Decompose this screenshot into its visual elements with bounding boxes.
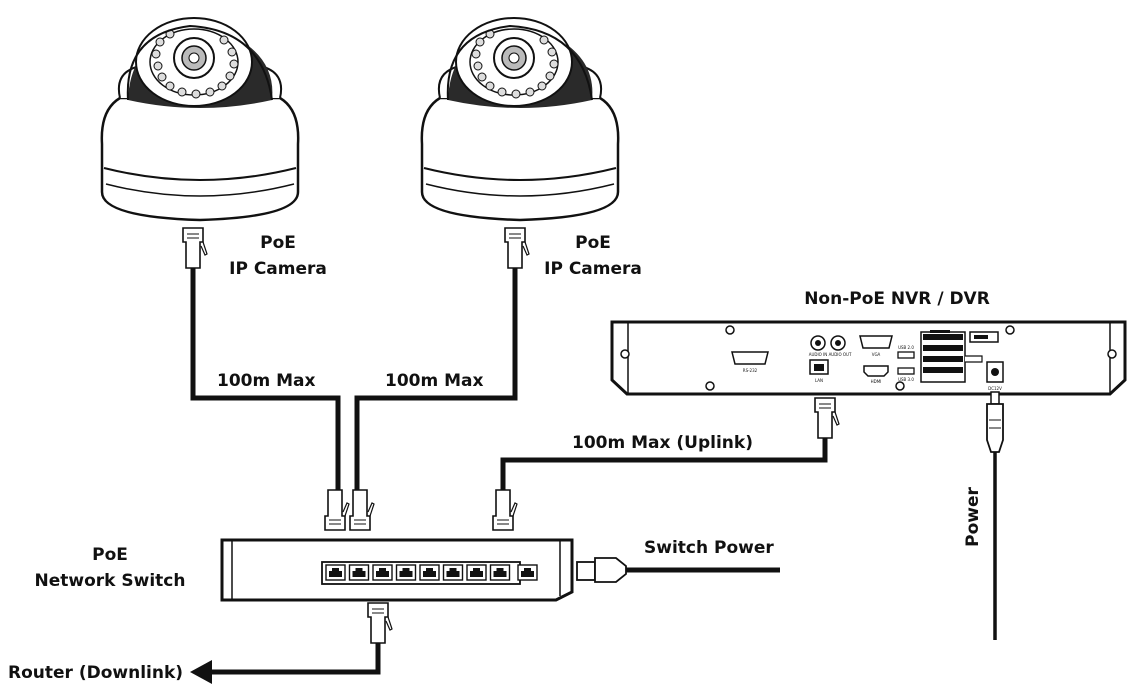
rj45-plug-icon — [504, 227, 530, 269]
camera-1-label-line2: IP Camera — [229, 259, 327, 279]
rj45-plug-icon — [814, 397, 840, 439]
usb-port-icon — [897, 367, 915, 375]
vga-port-icon — [859, 335, 893, 349]
camera-1-label-line1: PoE — [260, 233, 296, 253]
poe-port-icon — [325, 564, 346, 581]
poe-port-icon — [442, 564, 464, 581]
ip-camera-1 — [100, 16, 300, 222]
rj45-plug-icon — [349, 489, 375, 531]
nvr-power-label: Power — [963, 487, 983, 547]
camera-2-cable-label: 100m Max — [385, 371, 484, 391]
switch-label-line1: PoE — [92, 545, 128, 565]
nvr-device: RS-232 AUDIO IN AUDIO OUT LAN VGA HDMI U… — [610, 320, 1127, 396]
usb-3-label: USB 3.0 — [898, 377, 914, 382]
poe-port-icon — [466, 564, 487, 581]
dc-power-plug-icon — [986, 391, 1004, 453]
audio-in-label: AUDIO IN — [809, 352, 828, 357]
usb-port-icon — [897, 351, 915, 359]
router-arrow-icon — [190, 660, 212, 684]
router-cable — [208, 640, 381, 675]
rj45-plug-icon — [492, 489, 518, 531]
uplink-cable-label: 100m Max (Uplink) — [572, 433, 753, 453]
camera-1-cable — [190, 265, 341, 495]
audio-out-label: AUDIO OUT — [829, 352, 852, 357]
poe-port-icon — [348, 564, 370, 581]
poe-port-icon — [489, 564, 511, 581]
usb-2-label: USB 2.0 — [898, 345, 914, 350]
camera-1-cable-label: 100m Max — [217, 371, 316, 391]
poe-network-switch — [220, 538, 574, 602]
rj45-plug-icon — [324, 489, 350, 531]
switch-power-label: Switch Power — [644, 538, 774, 558]
dome-camera-icon — [100, 16, 300, 222]
camera-2-label-line1: PoE — [575, 233, 611, 253]
vga-port-label: VGA — [872, 352, 881, 357]
rj45-plug-icon — [182, 227, 208, 269]
camera-2-label-line2: IP Camera — [544, 259, 642, 279]
hdmi-port-icon — [863, 365, 889, 377]
switch-label-line2: Network Switch — [35, 571, 186, 591]
switch-power-plug-icon — [576, 557, 627, 583]
camera-2-cable — [354, 265, 518, 495]
poe-port-icon — [372, 564, 393, 581]
dome-camera-icon — [420, 16, 620, 222]
rj45-plug-icon — [367, 602, 393, 644]
serial-port-icon — [731, 351, 769, 365]
poe-port-icon — [419, 564, 440, 581]
router-label: Router (Downlink) — [8, 663, 183, 683]
poe-port-icon — [395, 564, 417, 581]
uplink-cable — [500, 430, 828, 495]
uplink-port-icon — [517, 564, 538, 581]
dc-jack-label: DC12V — [988, 386, 1002, 391]
lan-port-label: LAN — [815, 378, 823, 383]
serial-port-label: RS-232 — [743, 368, 758, 373]
nvr-title: Non-PoE NVR / DVR — [804, 289, 990, 309]
ip-camera-2 — [420, 16, 620, 222]
hdmi-port-label: HDMI — [871, 379, 882, 384]
